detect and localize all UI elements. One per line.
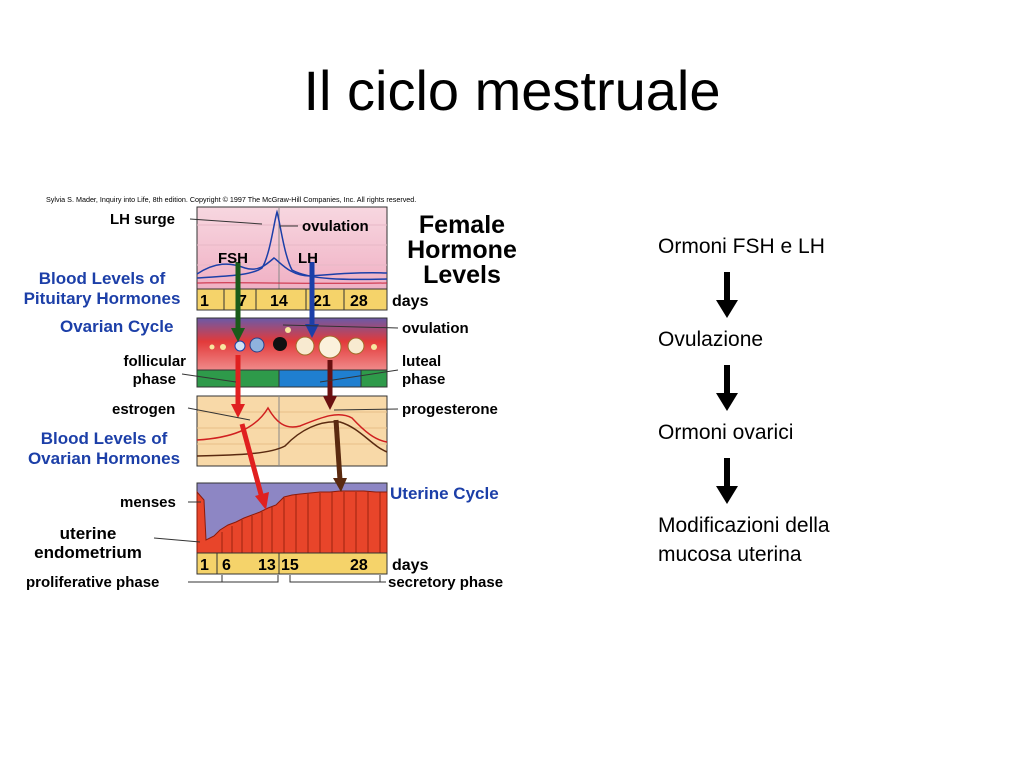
progesterone-label: progesterone	[402, 401, 498, 418]
flow-step-uterine-1: Modificazioni della	[658, 514, 830, 537]
ovulation-mid-label: ovulation	[402, 320, 469, 337]
secretory-bracket	[289, 575, 381, 583]
endometrium-label-2: endometrium	[34, 543, 142, 562]
estrogen-arrow	[231, 355, 245, 418]
fsh-label: FSH	[218, 250, 248, 267]
lh-curve	[196, 209, 388, 281]
heading-levels: Levels	[423, 261, 501, 289]
heading-female: Female	[419, 211, 505, 239]
endometrium-shape	[196, 490, 388, 554]
menses-label: menses	[120, 494, 176, 511]
pituitary-label-2: Pituitary Hormones	[24, 289, 181, 308]
follicular-label-2: phase	[133, 371, 176, 388]
proliferative-bracket	[221, 575, 279, 583]
follicle-row	[209, 327, 377, 359]
bottom-day-15: 15	[281, 557, 299, 574]
top-day-1: 1	[200, 293, 209, 310]
flow-step-ovulation: Ovulazione	[658, 328, 764, 351]
estrogen-to-uterus-arrow	[239, 423, 269, 510]
fsh-curve	[196, 257, 388, 277]
uterine-cycle-label: Uterine Cycle	[390, 484, 499, 503]
pituitary-label-1: Blood Levels of	[39, 269, 166, 288]
flow-step-ovarian-hormones: Ormoni ovarici	[658, 421, 794, 444]
slide-title: Il ciclo mestruale	[303, 59, 721, 122]
ovulation-top-label: ovulation	[302, 218, 369, 235]
down-arrow-icon	[716, 365, 738, 411]
progesterone-arrow	[323, 360, 337, 410]
progesterone-curve	[196, 421, 388, 457]
luteal-bar	[278, 369, 362, 388]
follicular-label-1: follicular	[123, 353, 186, 370]
bottom-day-13: 13	[258, 557, 276, 574]
heading-hormone: Hormone	[407, 236, 517, 264]
top-day-7: 7	[238, 293, 247, 310]
top-days-label: days	[392, 293, 429, 310]
luteal-label-1: luteal	[402, 353, 441, 370]
estrogen-curve	[196, 406, 388, 443]
bottom-day-28: 28	[350, 557, 368, 574]
luteal-label-2: phase	[402, 371, 445, 388]
down-arrow-icon	[716, 272, 738, 318]
lh-arrow	[305, 262, 319, 338]
flow-step-hormones: Ormoni FSH e LH	[658, 235, 825, 258]
bottom-day-1: 1	[200, 557, 209, 574]
lh-label: LH	[298, 250, 318, 267]
proliferative-label: proliferative phase	[26, 574, 159, 591]
top-day-28: 28	[350, 293, 368, 310]
bottom-days-label: days	[392, 557, 429, 574]
bottom-day-6: 6	[222, 557, 231, 574]
estrogen-label: estrogen	[112, 401, 175, 418]
flow-step-uterine-2: mucosa uterina	[658, 543, 802, 566]
progesterone-to-uterus-arrow	[333, 419, 347, 492]
ovarian-cycle-label: Ovarian Cycle	[60, 317, 173, 336]
copyright-credit: Sylvia S. Mader, Inquiry into Life, 8th …	[46, 195, 416, 204]
bottom-days-bar	[196, 552, 388, 575]
down-arrow-icon	[716, 458, 738, 504]
top-days-bar	[196, 288, 388, 311]
lh-surge-label: LH surge	[110, 211, 175, 228]
ovarian-hormones-label-2: Ovarian Hormones	[28, 449, 180, 468]
endometrium-label-1: uterine	[60, 524, 117, 543]
secretory-label: secretory phase	[388, 574, 503, 591]
ovarian-hormones-label-1: Blood Levels of	[41, 429, 168, 448]
top-day-14: 14	[270, 293, 288, 310]
fsh-arrow	[231, 262, 245, 342]
top-day-21: 21	[313, 293, 331, 310]
